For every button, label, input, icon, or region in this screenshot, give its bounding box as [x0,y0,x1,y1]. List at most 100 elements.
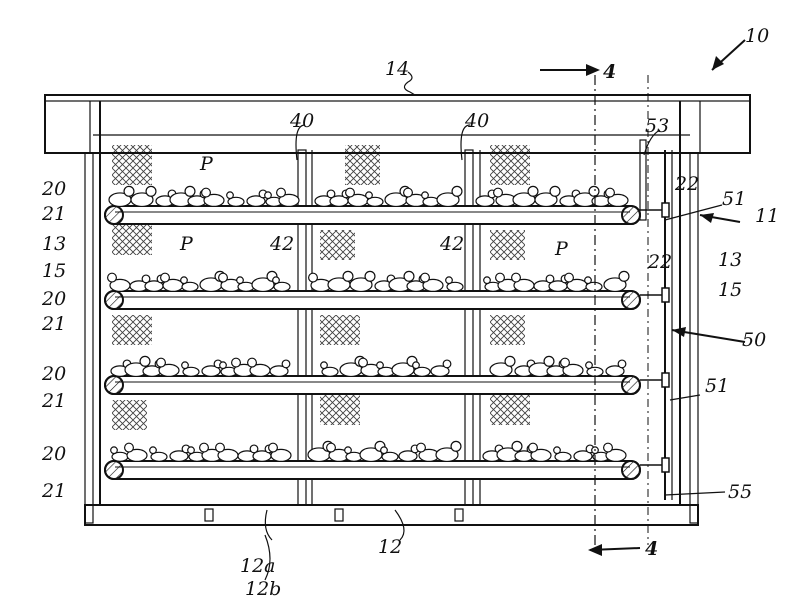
chick-head [528,186,538,196]
label-40-b: 40 [464,110,489,132]
label-10: 10 [745,25,769,47]
chick-head [494,188,503,197]
label-left-1: 21 [41,203,66,225]
label-left-5: 21 [41,313,66,335]
chick-head [273,277,280,284]
roller-left [105,291,123,309]
label-left-8: 20 [41,443,66,465]
chick-head [586,362,593,369]
chick-head [346,188,355,197]
chick-head [413,362,420,369]
roller-left [105,461,123,479]
roller-right [622,291,640,309]
label-left-0: 20 [41,178,66,200]
chick-head [219,273,228,282]
chick-head [181,277,188,284]
label-left-6: 20 [41,363,66,385]
chick-head [443,360,451,368]
chick-head [512,441,522,451]
chick-head [377,362,384,369]
label-55: 55 [728,481,752,503]
roller-left [105,376,123,394]
chick-head [157,358,166,367]
label-14: 14 [385,58,409,80]
chick-head [404,188,413,197]
chick-head [554,447,561,454]
chick-head [185,186,195,196]
chick-head [604,443,613,452]
chick-head [366,192,373,199]
chick-head [188,447,195,454]
section-label-bottom: 4 [645,538,658,560]
chick-head [606,188,615,197]
label-left-4: 20 [41,288,66,310]
chick-head [550,186,560,196]
chick-head [265,192,272,199]
chick-head [343,271,353,281]
label-15-right: 15 [718,279,742,301]
chick-head [505,356,515,366]
conveyor-belt [105,461,640,479]
chick-head [618,360,626,368]
chick-head [248,358,257,367]
bracket [662,203,669,217]
label-40-a: 40 [289,110,314,132]
label-p-c: P [554,238,569,260]
chick-head [182,362,189,369]
label-12a: 12a [240,555,276,577]
chick-head [589,186,599,196]
chick-head [484,277,491,284]
chick-head [421,273,430,282]
chick-head [202,188,211,197]
chick-head [422,192,429,199]
chick-head [452,186,462,196]
label-left-2: 13 [42,233,66,255]
chick-head [125,443,134,452]
bracket [662,288,669,302]
chick-head [321,362,328,369]
chick-head [232,358,241,367]
chicks [108,186,629,461]
roller-right [622,461,640,479]
chick-head [359,358,368,367]
chick-head [269,443,278,452]
chick-head [150,447,157,454]
label-p-b: P [179,233,194,255]
label-left-7: 21 [41,390,66,412]
label-13-right: 13 [718,249,742,271]
chick-head [309,273,318,282]
chick-head [561,358,570,367]
roller-left [105,206,123,224]
label-50: 50 [742,329,766,351]
chick-head [512,273,521,282]
chick-head [451,441,461,451]
conveyor-belt [105,291,640,309]
section-label-top: 4 [603,61,616,83]
chick-head [381,447,388,454]
chick-head [496,273,505,282]
label-12b: 12b [245,578,281,600]
label-left-3: 15 [42,260,66,282]
chick-head [277,188,286,197]
chick-head [200,443,209,452]
reference-labels: 10 14 4 4 40 40 53 20 21 13 15 20 21 20 … [41,25,779,600]
chick-head [619,271,629,281]
chick-head [227,192,234,199]
chick-head [146,186,156,196]
conveyor-belt [105,376,640,394]
chick-head [345,447,352,454]
chick-head [108,273,117,282]
chick-head [585,277,592,284]
label-12: 12 [378,536,402,558]
chick-head [544,356,554,366]
bracket [662,458,669,472]
label-51-b: 51 [705,375,729,397]
chick-head [327,443,336,452]
chick-head [565,273,574,282]
chick-head [216,443,225,452]
label-51-a: 51 [722,188,746,210]
chick-head [282,360,290,368]
label-42-b: 42 [439,233,464,255]
chick-head [161,273,170,282]
